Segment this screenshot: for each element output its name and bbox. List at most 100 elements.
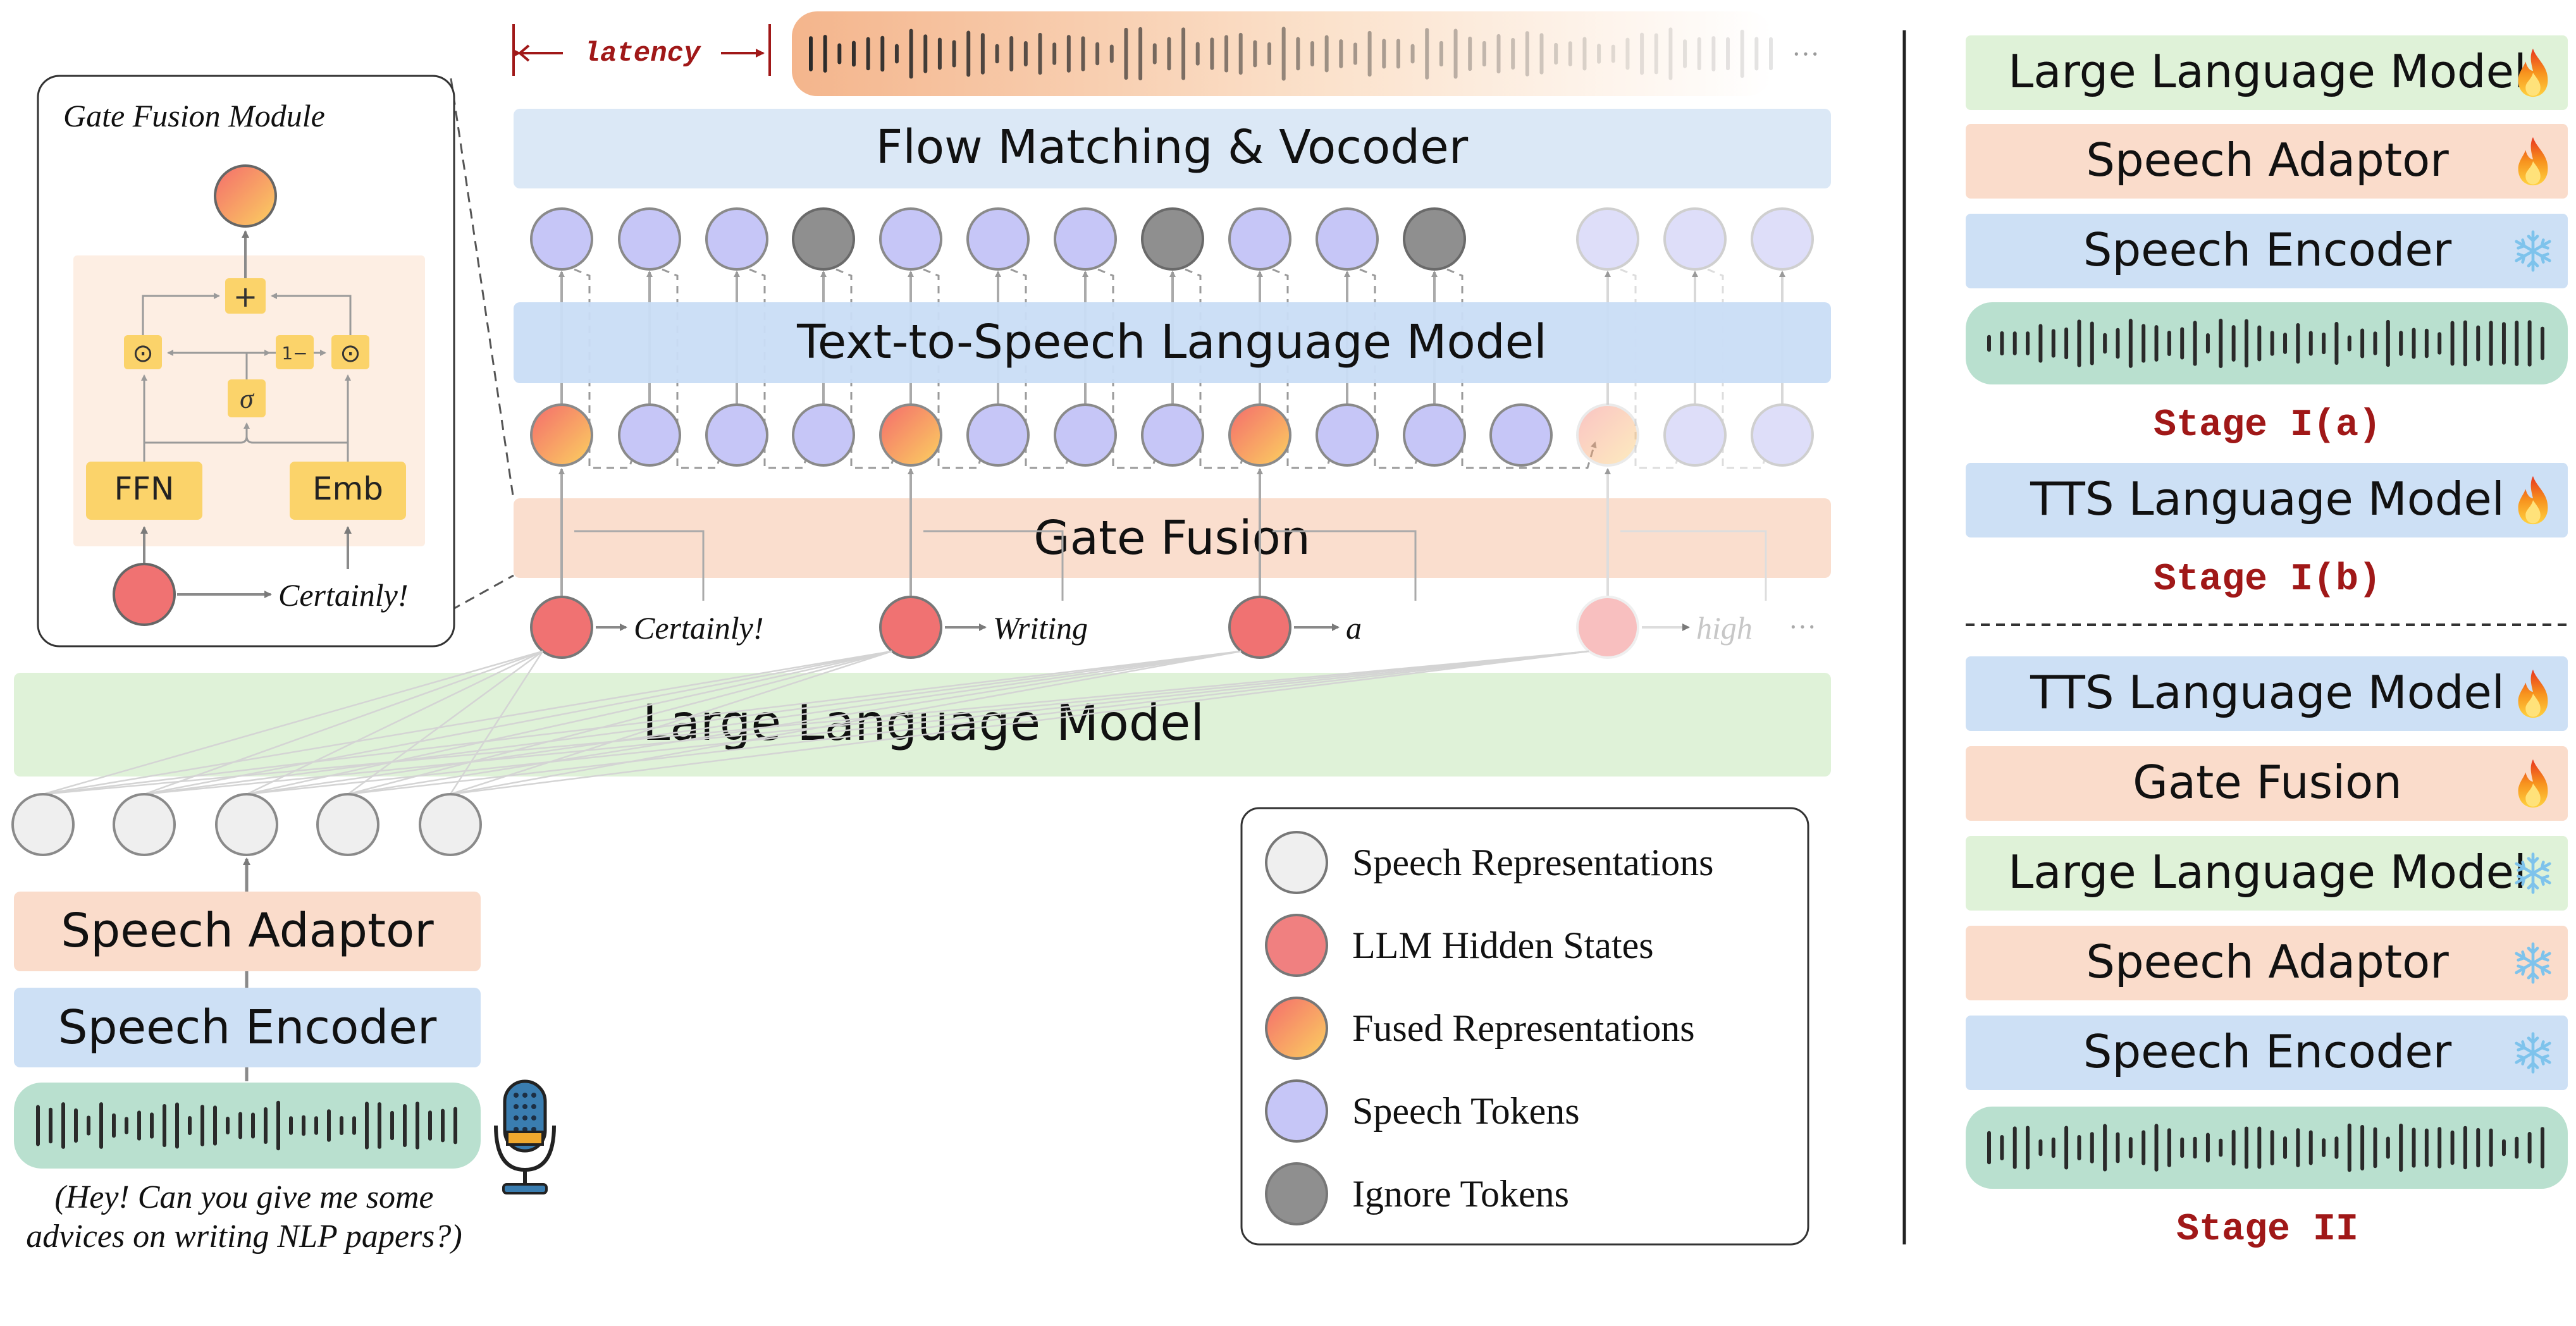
stage-waveform	[1966, 302, 2568, 384]
stage-box	[1966, 836, 2568, 911]
inset-ffn-label: FFN	[114, 470, 175, 507]
speech-token-node	[966, 207, 1030, 271]
fused-representation-node	[1576, 403, 1639, 467]
input-caption-line2: advices on writing NLP papers?)	[26, 1219, 462, 1255]
inset-hidden-state-node	[113, 563, 176, 626]
stage-box	[1966, 656, 2568, 731]
fan-line	[347, 650, 543, 795]
speech-token-node	[1141, 403, 1204, 467]
fan-line	[347, 650, 892, 795]
flow-matching-vocoder-box: Flow Matching & Vocoder	[514, 109, 1831, 188]
tts-language-model-box: Text-to-Speech Language Model	[514, 302, 1831, 383]
speech-token-node	[1576, 207, 1639, 271]
output-ellipsis: ···	[1792, 39, 1820, 70]
speech-encoder-box: Speech Encoder	[14, 988, 481, 1067]
ignore-token-node	[1403, 207, 1466, 271]
text-token-label: a	[1346, 610, 1362, 646]
stage-box	[1966, 463, 2568, 537]
token-to-fusion-line	[574, 530, 705, 601]
inset-sigma-node	[228, 379, 266, 417]
stage-box	[1966, 35, 2568, 110]
speech-token-node	[1316, 403, 1379, 467]
stage-box-label: Speech Encoder	[2083, 223, 2452, 276]
inset-token-label: Certainly!	[278, 577, 409, 613]
input-waveform	[14, 1083, 481, 1169]
input-waveform-bars	[36, 1100, 457, 1151]
fan-line	[450, 650, 1242, 795]
text-token-label: high	[1696, 610, 1753, 646]
fan-line	[246, 650, 1242, 795]
gate-fusion-module-inset: Gate Fusion Module + ⊙ 1− ⊙ σ FFN Emb	[37, 75, 515, 648]
stage-waveform	[1966, 1107, 2568, 1189]
fan-line	[246, 650, 892, 795]
fused-representation-node	[1228, 403, 1291, 467]
gate-fusion-label: Gate Fusion	[1033, 511, 1310, 565]
fan-line	[450, 650, 892, 795]
legend-label: Speech Tokens	[1352, 1090, 1580, 1132]
stage-box	[1966, 926, 2568, 1000]
token-to-fusion-line	[1620, 530, 1767, 601]
speech-token-row	[530, 207, 1814, 271]
fan-line	[246, 650, 543, 795]
inset-one-minus-label: 1−	[281, 343, 307, 364]
output-waveform: ···	[792, 11, 1820, 96]
fan-line	[144, 650, 543, 795]
stage-waveform-bars	[1987, 319, 2544, 368]
inset-ffn-box	[86, 462, 202, 520]
stage-box-label: Large Language Model	[2008, 45, 2527, 98]
fan-line	[144, 650, 892, 795]
stage-box-label: TTS Language Model	[2030, 666, 2505, 719]
speech-token-node	[1054, 403, 1117, 467]
llm-hidden-state-node	[1228, 596, 1291, 659]
text-token-ellipsis: ···	[1789, 611, 1816, 642]
fan-line	[347, 650, 1589, 795]
speech-token-node	[618, 207, 681, 271]
ignore-token-node	[792, 207, 855, 271]
fan-line	[144, 650, 1242, 795]
stage-box-label: Gate Fusion	[2133, 756, 2402, 809]
output-waveform-bars	[809, 27, 1773, 81]
token-to-fusion-line	[923, 530, 1064, 601]
speech-token-node	[618, 403, 681, 467]
inset-odot-left-label: ⊙	[132, 339, 154, 368]
speech-token-node	[1751, 403, 1814, 467]
legend-label: LLM Hidden States	[1352, 924, 1654, 966]
inset-plus-label: +	[233, 279, 258, 314]
legend-swatch	[1265, 997, 1328, 1060]
speech-token-node	[1228, 207, 1291, 271]
legend-label: Fused Representations	[1352, 1007, 1695, 1049]
stage-caption: Stage I(b)	[2154, 558, 2381, 601]
stage-box-label: Speech Adaptor	[2086, 133, 2449, 187]
stage-box-label: Speech Encoder	[2083, 1025, 2452, 1078]
inset-emb-box	[290, 462, 406, 520]
speech-encoder-label: Speech Encoder	[58, 1000, 437, 1055]
speech-representation-node	[113, 793, 176, 856]
stage-caption: Stage I(a)	[2154, 404, 2381, 447]
inset-odot-left	[124, 335, 162, 369]
inset-sigma-label: σ	[240, 383, 255, 414]
stage-box-label: Large Language Model	[2008, 845, 2527, 899]
speech-token-node	[1316, 207, 1379, 271]
fan-line	[450, 650, 1589, 795]
speech-token-node	[1403, 403, 1466, 467]
speech-token-node	[966, 403, 1030, 467]
legend-swatch	[1265, 914, 1328, 977]
text-token-label: Writing	[993, 610, 1088, 646]
speech-token-node	[1054, 207, 1117, 271]
stage-box	[1966, 746, 2568, 821]
speech-token-node	[705, 207, 768, 271]
inset-plus-node	[225, 278, 266, 314]
speech-token-node	[1663, 207, 1727, 271]
speech-token-node	[792, 403, 855, 467]
speech-token-node	[1751, 207, 1814, 271]
gate-fusion-box: Gate Fusion	[514, 498, 1831, 578]
llm-hidden-state-node	[1576, 596, 1639, 659]
stage-box-label: TTS Language Model	[2030, 472, 2505, 525]
fused-representation-node	[530, 403, 593, 467]
speech-adaptor-label: Speech Adaptor	[61, 904, 434, 958]
tts-input-row	[530, 403, 1814, 467]
inset-one-minus-node	[276, 335, 314, 369]
